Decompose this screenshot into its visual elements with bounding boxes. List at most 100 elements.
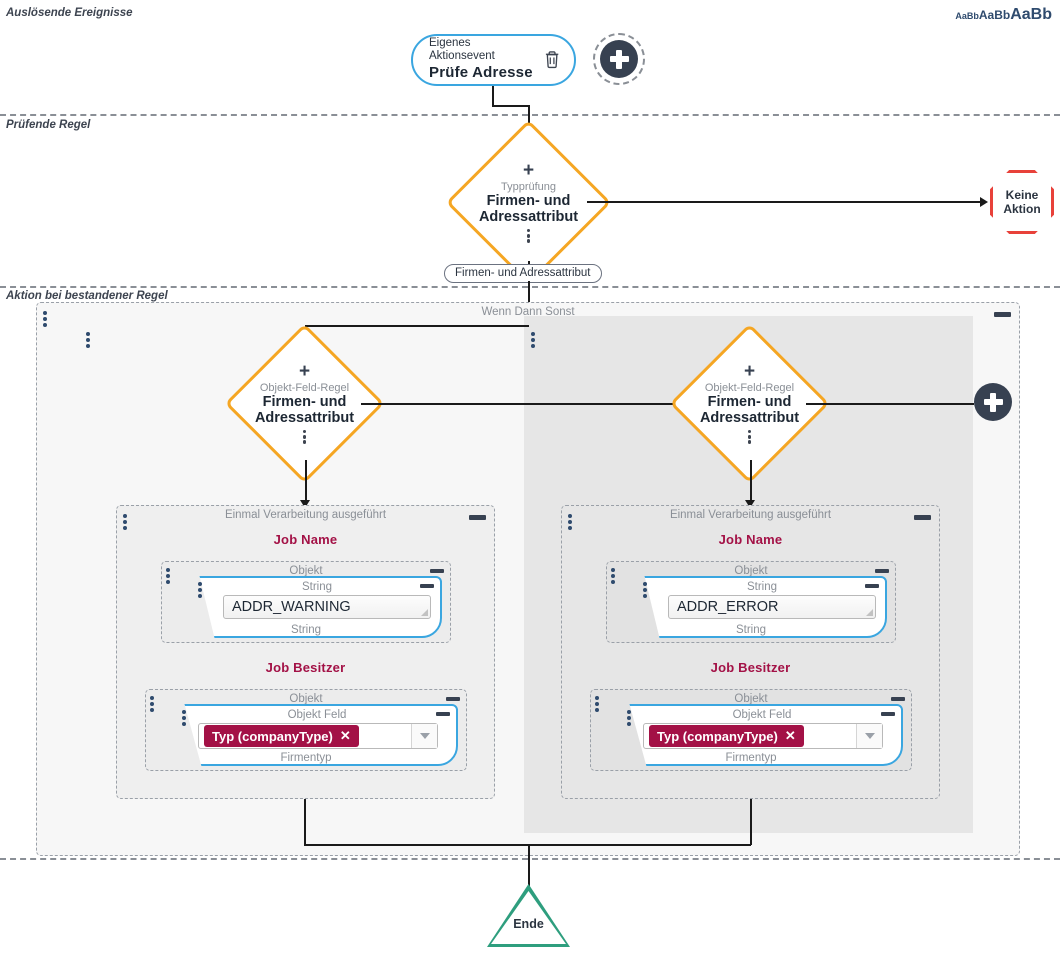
drag-handle-icon[interactable] bbox=[166, 566, 170, 586]
lane-separator-3 bbox=[0, 858, 1060, 860]
drag-handle-icon[interactable] bbox=[182, 708, 186, 728]
else-rule-node[interactable]: + Objekt-Feld-Regel Firmen- und Adressat… bbox=[669, 323, 830, 484]
drag-handle-icon[interactable] bbox=[43, 309, 47, 329]
rule-expand-plus[interactable]: + bbox=[522, 159, 535, 181]
connector-branch-split bbox=[305, 325, 529, 327]
then-job-owner-objekt-label: Objekt bbox=[289, 693, 323, 705]
then-job-owner-label: Job Besitzer bbox=[265, 660, 346, 675]
then-job-owner-field-top: Objekt Feld bbox=[287, 709, 347, 721]
drag-handle-icon[interactable] bbox=[150, 694, 154, 714]
else-job-owner-objekt-label: Objekt bbox=[734, 693, 768, 705]
chip-remove-icon[interactable]: ✕ bbox=[339, 728, 351, 743]
drag-handle-icon[interactable] bbox=[595, 694, 599, 714]
connector-else-to-add bbox=[806, 403, 974, 405]
then-job-owner-chip[interactable]: Typ (companyType) ✕ bbox=[204, 725, 359, 747]
minimize-icon[interactable] bbox=[881, 712, 895, 716]
start-event-node[interactable]: Eigenes Aktionsevent Prüfe Adresse bbox=[411, 34, 576, 86]
else-rule-title-line1: Firmen- und bbox=[707, 393, 792, 410]
font-size-medium[interactable]: AaBb bbox=[978, 8, 1011, 22]
connector-then-down bbox=[305, 460, 307, 505]
drag-handle-icon[interactable] bbox=[627, 708, 631, 728]
then-expand-plus[interactable]: + bbox=[298, 360, 311, 382]
font-size-sampler[interactable]: AaBb AaBb AaBb bbox=[955, 6, 1052, 24]
vertical-dots-icon[interactable] bbox=[526, 227, 531, 244]
plus-icon[interactable] bbox=[600, 40, 638, 78]
else-job-name-type-top: String bbox=[746, 581, 778, 593]
else-owner-card-inner: Objekt Feld bbox=[629, 706, 901, 764]
then-panel-title: Einmal Verarbeitung ausgeführt bbox=[224, 509, 387, 521]
no-action-node[interactable]: Keine Aktion bbox=[990, 170, 1054, 234]
else-job-owner-label: Job Besitzer bbox=[710, 660, 791, 675]
minimize-icon[interactable] bbox=[446, 697, 460, 701]
lane-label-checking-rule: Prüfende Regel bbox=[6, 119, 91, 131]
add-branch-button[interactable] bbox=[974, 383, 1012, 421]
rule-title-line2: Adressattribut bbox=[478, 208, 579, 225]
else-string-card-inner: String bbox=[645, 578, 886, 636]
lane-separator-2 bbox=[0, 286, 1060, 288]
minimize-icon[interactable] bbox=[865, 584, 879, 588]
vertical-dots-icon[interactable] bbox=[302, 428, 307, 445]
plus-icon[interactable] bbox=[974, 383, 1012, 421]
minimize-icon[interactable] bbox=[994, 312, 1011, 317]
resize-grip-icon[interactable] bbox=[866, 609, 873, 616]
minimize-icon[interactable] bbox=[430, 569, 444, 573]
else-job-name-input[interactable]: ADDR_ERROR bbox=[668, 595, 876, 619]
connector-rule-to-noaction bbox=[587, 201, 983, 203]
font-size-large[interactable]: AaBb bbox=[1010, 6, 1052, 23]
connector-start-to-rule bbox=[528, 105, 530, 136]
then-job-owner-objekt-box[interactable]: Objekt Objekt Feld Typ (companyType) ✕ bbox=[145, 689, 467, 771]
connector-merge-to-end bbox=[528, 844, 530, 887]
then-owner-card-inner: Objekt Feld bbox=[184, 706, 456, 764]
end-node[interactable]: Ende bbox=[487, 884, 570, 947]
chevron-down-icon[interactable] bbox=[411, 724, 437, 748]
then-rule-node[interactable]: + Objekt-Feld-Regel Firmen- und Adressat… bbox=[224, 323, 385, 484]
minimize-icon[interactable] bbox=[436, 712, 450, 716]
else-job-owner-objekt-box[interactable]: Objekt Objekt Feld Typ (companyType) ✕ bbox=[590, 689, 912, 771]
drag-handle-icon[interactable] bbox=[123, 512, 127, 532]
chevron-down-icon[interactable] bbox=[856, 724, 882, 748]
minimize-icon[interactable] bbox=[891, 697, 905, 701]
then-job-name-label: Job Name bbox=[273, 532, 338, 547]
then-job-name-input[interactable]: ADDR_WARNING bbox=[223, 595, 431, 619]
else-job-name-label: Job Name bbox=[718, 532, 783, 547]
start-event-subtitle: Eigenes Aktionsevent bbox=[429, 37, 495, 63]
font-size-small[interactable]: AaBb bbox=[955, 11, 979, 21]
start-event-texts: Eigenes Aktionsevent Prüfe Adresse bbox=[429, 37, 534, 81]
else-job-owner-chip[interactable]: Typ (companyType) ✕ bbox=[649, 725, 804, 747]
drag-handle-icon[interactable] bbox=[198, 580, 202, 600]
drag-handle-icon[interactable] bbox=[643, 580, 647, 600]
else-job-name-objekt-box[interactable]: Objekt String ADDR_ERROR String bbox=[606, 561, 896, 643]
else-expand-plus[interactable]: + bbox=[743, 360, 756, 382]
branch-drag-handle-left[interactable] bbox=[86, 330, 90, 350]
then-job-name-objekt-box[interactable]: Objekt String ADDR_WARNING String bbox=[161, 561, 451, 643]
vertical-dots-icon[interactable] bbox=[747, 428, 752, 445]
then-processing-panel[interactable]: Einmal Verarbeitung ausgeführt Job Name … bbox=[116, 505, 495, 799]
else-processing-panel[interactable]: Einmal Verarbeitung ausgeführt Job Name … bbox=[561, 505, 940, 799]
else-job-owner-select[interactable]: Typ (companyType) ✕ bbox=[643, 723, 883, 749]
then-job-owner-select[interactable]: Typ (companyType) ✕ bbox=[198, 723, 438, 749]
then-rule-title-line1: Firmen- und bbox=[262, 393, 347, 410]
minimize-icon[interactable] bbox=[469, 515, 486, 520]
else-job-name-type-bottom: String bbox=[735, 624, 767, 636]
then-job-name-type-bottom: String bbox=[290, 624, 322, 636]
rule-title-line1: Firmen- und bbox=[486, 192, 571, 209]
minimize-icon[interactable] bbox=[420, 584, 434, 588]
add-event-button[interactable] bbox=[593, 33, 645, 85]
then-rule-subtitle: Objekt-Feld-Regel bbox=[259, 381, 350, 394]
chip-remove-icon[interactable]: ✕ bbox=[784, 728, 796, 743]
else-rule-subtitle: Objekt-Feld-Regel bbox=[704, 381, 795, 394]
resize-grip-icon[interactable] bbox=[421, 609, 428, 616]
no-action-texts: Keine Aktion bbox=[993, 173, 1051, 231]
lane-label-action-on-pass: Aktion bei bestandener Regel bbox=[6, 290, 168, 302]
else-job-name-value: ADDR_ERROR bbox=[677, 599, 779, 615]
else-chip-label: Typ (companyType) bbox=[657, 728, 778, 744]
branch-drag-handle-right[interactable] bbox=[531, 330, 535, 350]
drag-handle-icon[interactable] bbox=[611, 566, 615, 586]
trash-icon[interactable] bbox=[544, 50, 560, 69]
rule-node-typecheck[interactable]: + Typprüfung Firmen- und Adressattribut bbox=[445, 119, 612, 286]
minimize-icon[interactable] bbox=[914, 515, 931, 520]
drag-handle-icon[interactable] bbox=[568, 512, 572, 532]
minimize-icon[interactable] bbox=[875, 569, 889, 573]
connector-then-to-else bbox=[361, 403, 683, 405]
end-node-label: Ende bbox=[513, 917, 544, 931]
